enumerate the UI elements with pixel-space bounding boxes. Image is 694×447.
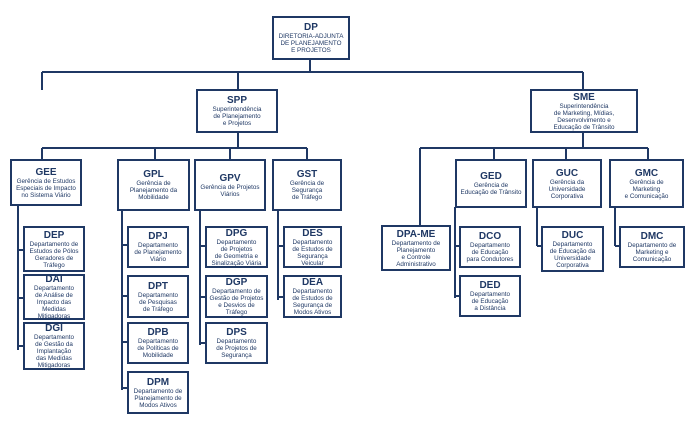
unit-name: Departamento de Análise de Impacto das M… [34,285,74,320]
unit-ded: DED Departamento de Educação a Distância [459,275,521,317]
unit-code: SME [573,91,595,103]
unit-name: Gerência da Universidade Corporativa [548,178,586,200]
unit-name: Departamento de Educação a Distância [470,291,510,312]
unit-dai: DAI Departamento de Análise de Impacto d… [23,274,85,320]
unit-dea: DEA Departamento de Estudos de Segurança… [283,275,342,318]
unit-ged: GED Gerência de Educação de Trânsito [455,159,527,208]
unit-name: Departamento de Planejamento e Controle … [391,239,441,268]
unit-name: Gerência de Projetos Viários [200,183,260,198]
unit-name: Gerência de Marketing e Comunicação [624,178,669,200]
unit-name: Gerência de Educação de Trânsito [460,182,522,196]
unit-name: Departamento de Estudos de Segurança de … [292,288,333,316]
connector-gpv [199,210,206,345]
unit-dpa-me: DPA-ME Departamento de Planejamento e Co… [381,225,451,271]
unit-code: DES [302,227,323,239]
unit-code: DCO [478,231,502,242]
unit-dco: DCO Departamento de Educação para Condut… [459,226,521,268]
unit-name: Departamento de Estudos de Pólos Gerador… [29,240,79,269]
connector-gee [17,205,24,350]
unit-gpv: GPV Gerência de Projetos Viários [194,159,266,211]
unit-code: DAI [45,274,63,285]
unit-name: Departamento de Educação para Condutores [466,242,514,263]
unit-dep: DEP Departamento de Estudos de Pólos Ger… [23,226,85,272]
unit-code: DP [304,22,318,33]
unit-duc: DUC Departamento de Educação da Universi… [541,226,604,272]
unit-dgi: DGI Departamento de Gestão da Implantaçã… [23,322,85,370]
unit-name: Departamento de Estudos de Segurança Vei… [292,238,333,267]
connector-sme [419,132,649,226]
unit-gpl: GPL Gerência de Planejamento da Mobilida… [117,159,190,211]
unit-gmc: GMC Gerência de Marketing e Comunicação [609,159,684,208]
unit-code: GEE [35,166,57,178]
unit-code: DPB [147,327,169,338]
unit-name: Superintendência de Marketing, Mídias, D… [553,102,615,131]
unit-name: DIRETORIA-ADJUNTA DE PLANEJAMENTO E PROJ… [278,33,344,54]
unit-name: Departamento de Marketing e Comunicação [627,242,677,263]
unit-spp: SPP Superintendência de Planejamento e P… [196,89,278,133]
unit-sme: SME Superintendência de Marketing, Mídia… [530,89,638,133]
unit-code: SPP [226,95,247,106]
unit-guc: GUC Gerência da Universidade Corporativa [532,159,602,208]
unit-name: Departamento de Projetos de Geometria e … [211,238,262,267]
connector-gpl [121,210,128,390]
unit-name: Departamento de Pesquisas de Tráfego [138,291,178,313]
unit-code: DEA [301,277,324,288]
unit-name: Departamento de Gestão da Implantação da… [34,334,74,369]
unit-dpb: DPB Departamento de Políticas de Mobilid… [127,322,189,364]
connector-dp [41,59,584,90]
unit-name: Departamento de Gestão de Projetos e Des… [209,288,264,316]
unit-code: DUC [561,229,584,241]
unit-gee: GEE Gerência de Estudos Especiais de Imp… [10,159,82,206]
unit-code: DPS [226,327,247,338]
unit-dmc: DMC Departamento de Marketing e Comunica… [619,226,685,268]
unit-name: Departamento de Políticas de Mobilidade [137,338,179,359]
unit-code: DPJ [148,231,168,242]
unit-code: GPL [143,169,164,180]
unit-name: Departamento de Projetos de Segurança [216,338,257,359]
unit-name: Gerência de Segurança de Tráfego [289,180,325,201]
unit-code: DPT [148,280,168,292]
unit-code: GUC [555,167,579,179]
unit-code: GED [480,171,502,182]
unit-dpt: DPT Departamento de Pesquisas de Tráfego [127,275,189,318]
unit-code: DEP [43,229,65,241]
unit-dpg: DPG Departamento de Projetos de Geometri… [205,226,268,268]
unit-code: DMC [640,231,664,242]
unit-name: Departamento de Educação da Universidade… [549,240,596,269]
unit-dgp: DGP Departamento de Gestão de Projetos e… [205,275,268,318]
unit-code: GMC [634,167,659,179]
unit-name: Departamento de Planejamento de Modos At… [133,387,183,409]
unit-name: Departamento de Planejamento Viário [134,242,182,263]
unit-code: DED [479,280,501,291]
unit-name: Gerência de Planejamento da Mobilidade [129,180,178,201]
unit-dps: DPS Departamento de Projetos de Seguranç… [205,322,268,364]
unit-dpj: DPJ Departamento de Planejamento Viário [127,226,189,268]
unit-name: Superintendência de Planejamento e Proje… [212,106,262,127]
unit-code: DGI [45,323,63,334]
unit-gst: GST Gerência de Segurança de Tráfego [272,159,342,211]
unit-code: GST [296,169,318,180]
unit-dpm: DPM Departamento de Planejamento de Modo… [127,371,189,414]
unit-des: DES Departamento de Estudos de Segurança… [283,226,342,268]
unit-code: DPM [146,376,170,388]
unit-dp: DP DIRETORIA-ADJUNTA DE PLANEJAMENTO E P… [272,16,350,60]
connector-spp [41,132,308,160]
unit-code: DPG [225,227,248,239]
unit-code: GPV [219,172,241,184]
unit-code: DGP [225,277,248,288]
unit-code: DPA-ME [396,228,436,240]
unit-name: Gerência de Estudos Especiais de Impacto… [16,177,76,199]
